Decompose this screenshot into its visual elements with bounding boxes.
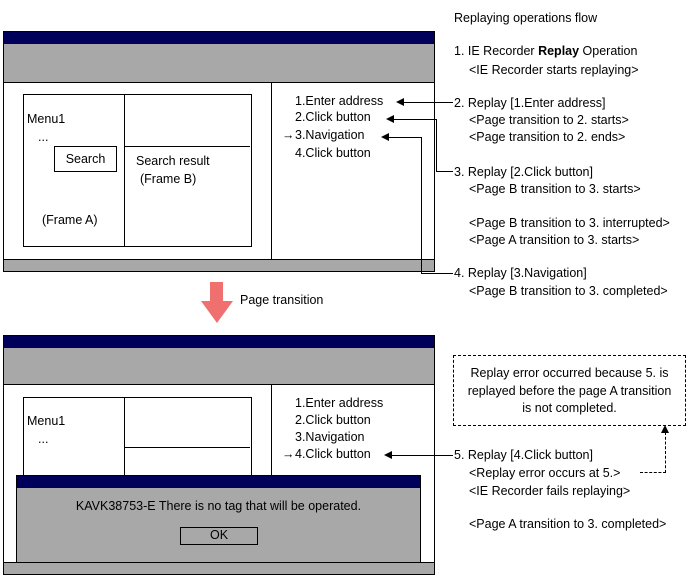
step-5-detail-2: <IE Recorder fails replaying> [469, 484, 631, 498]
bottom-frame-a [23, 397, 126, 489]
page-transition-label: Page transition [240, 293, 324, 307]
step-1-detail: <IE Recorder starts replaying> [469, 63, 639, 77]
top-op-1: 1.Enter address [295, 94, 384, 108]
arrowhead-step5 [384, 451, 392, 459]
arrowhead-step4 [381, 133, 389, 141]
bottom-menu-label: Menu1 [27, 414, 66, 428]
bottom-frame-b [124, 397, 252, 489]
step-2-detail-2: <Page transition to 2. ends> [469, 130, 626, 144]
connector-step3-h1 [394, 119, 437, 120]
step-4-title: 4. Replay [3.Navigation] [454, 266, 587, 280]
top-frame-b-line-2: (Frame B) [140, 172, 197, 186]
connector-step3-h2 [436, 171, 453, 172]
connector-step4-h1 [389, 137, 422, 138]
step-5-detail-1: <Replay error occurs at 5.> [469, 466, 621, 480]
step-1-prefix: 1. IE Recorder [454, 44, 539, 58]
top-frame-b-divider [125, 146, 250, 147]
top-pane-divider [271, 83, 272, 259]
bottom-pane-divider [271, 385, 272, 562]
arrowhead-step3 [386, 115, 394, 123]
page-transition-arrow [201, 282, 233, 323]
bottom-frame-b-divider [125, 447, 250, 448]
error-note-arrowhead [661, 425, 669, 433]
error-note-box: Replay error occurred because 5. is repl… [453, 355, 686, 426]
connector-step4-v [421, 137, 422, 274]
bottom-menu-ellipsis: ... [38, 432, 49, 446]
error-dialog: KAVK38753-E There is no tag that will be… [16, 475, 421, 563]
top-status-bar [4, 259, 434, 271]
top-menu-label: Menu1 [27, 112, 66, 126]
error-dialog-ok-button[interactable]: OK [180, 527, 258, 545]
connector-step3-v [436, 119, 437, 172]
top-op-current-marker: → [282, 128, 295, 142]
step-5-title: 5. Replay [4.Click button] [454, 448, 593, 462]
bottom-op-1: 1.Enter address [295, 396, 384, 410]
step-5-detail-3: <Page A transition to 3. completed> [469, 517, 667, 531]
error-note-line-3: is not completed. [522, 401, 617, 415]
top-frame-b [124, 94, 252, 247]
step-3-detail-3: <Page A transition to 3. starts> [469, 233, 640, 247]
connector-step2 [403, 102, 453, 103]
error-note-connector-h [640, 472, 666, 473]
error-note-connector-v [665, 432, 666, 473]
arrowhead-step2 [396, 98, 404, 106]
bottom-op-current-marker: → [282, 447, 295, 461]
step-1-bold: Replay [538, 44, 580, 58]
step-3-detail-1: <Page B transition to 3. starts> [469, 182, 641, 196]
error-dialog-title-bar [17, 476, 420, 488]
top-op-3: 3.Navigation [295, 128, 365, 142]
step-2-title: 2. Replay [1.Enter address] [454, 96, 606, 110]
error-dialog-message: KAVK38753-E There is no tag that will be… [75, 499, 362, 513]
bottom-toolbar [4, 348, 434, 385]
top-menu-ellipsis: ... [38, 130, 49, 144]
bottom-op-2: 2.Click button [295, 413, 371, 427]
step-4-detail: <Page B transition to 3. completed> [469, 284, 668, 298]
error-note-line-1: Replay error occurred because 5. is [470, 366, 669, 380]
bottom-status-bar [4, 562, 434, 574]
top-frame-b-line-1: Search result [136, 154, 210, 168]
bottom-op-4: 4.Click button [295, 447, 371, 461]
connector-step4-h2 [421, 273, 453, 274]
connector-step5 [392, 455, 453, 456]
step-3-detail-2: <Page B transition to 3. interrupted> [469, 216, 670, 230]
top-op-2: 2.Click button [295, 110, 371, 124]
error-note-line-2: replayed before the page A transition [467, 384, 672, 398]
bottom-title-bar [4, 336, 434, 348]
step-1-suffix: Operation [579, 44, 638, 58]
bottom-op-3: 3.Navigation [295, 430, 365, 444]
top-frame-a-label: (Frame A) [42, 213, 98, 227]
top-op-4: 4.Click button [295, 146, 371, 160]
top-title-bar [4, 32, 434, 44]
flow-title: Replaying operations flow [454, 11, 598, 25]
step-1-title: 1. IE Recorder Replay Operation [454, 43, 637, 60]
step-3-title: 3. Replay [2.Click button] [454, 165, 593, 179]
step-2-detail-1: <Page transition to 2. starts> [469, 113, 629, 127]
top-toolbar [4, 44, 434, 83]
top-search-button[interactable]: Search [54, 146, 117, 172]
